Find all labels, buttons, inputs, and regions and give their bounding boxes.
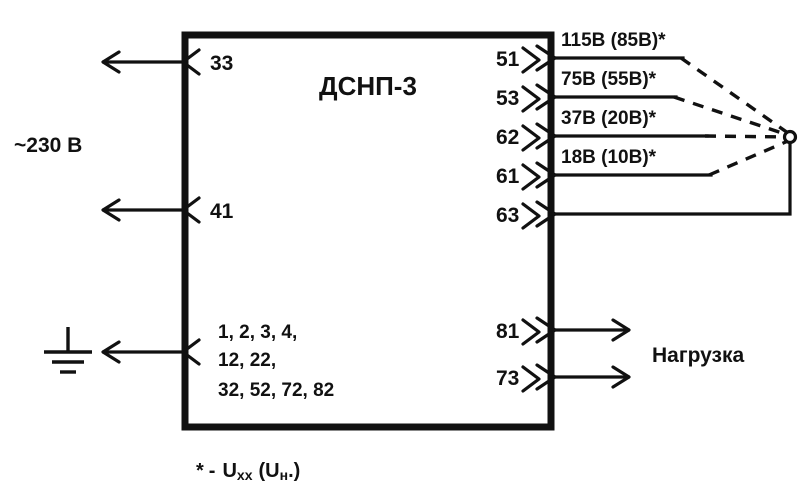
ground-pin-list-line-1: 1, 2, 3, 4, xyxy=(218,322,297,343)
supply-pin-41-group: 41 xyxy=(101,196,234,224)
output-pin-63-group: 63 xyxy=(496,141,792,230)
device-title: ДСНП-3 xyxy=(319,71,417,101)
pin-33-label: 33 xyxy=(210,52,233,75)
pin-connector-73-icon xyxy=(521,365,541,393)
footnote-close: .) xyxy=(288,460,300,482)
pin-51-label: 51 xyxy=(496,48,520,71)
output-pin-61-group: 61 18В (10В)* xyxy=(496,147,713,191)
pin-connector-62-icon xyxy=(521,124,541,152)
earth-ground-icon xyxy=(44,327,92,374)
output-pin-62-group: 62 37В (20В)* xyxy=(496,108,709,152)
pin-connector-ground-icon xyxy=(181,338,201,366)
footnote-sub-n: н xyxy=(280,467,288,483)
arrow-left-ground-icon xyxy=(101,340,121,364)
supply-voltage-label: ~230 В xyxy=(14,134,82,157)
load-pin-81-group: 81 xyxy=(496,316,631,346)
pin-61-label: 61 xyxy=(496,165,520,188)
pin-53-label: 53 xyxy=(496,87,519,110)
output-53-voltage-label: 75В (55В)* xyxy=(561,69,657,90)
output-pin-51-group: 51 115В (85В)* xyxy=(496,30,685,74)
output-wire-63 xyxy=(549,141,792,216)
pin-connector-81-icon xyxy=(521,318,541,346)
device-box xyxy=(181,31,555,431)
dashed-link-53 xyxy=(673,95,789,137)
pin-connector-51-icon xyxy=(521,46,541,74)
footnote-star: * xyxy=(196,460,204,482)
footnote: *-Uxx (Uн.) xyxy=(196,460,300,483)
arrow-left-33-icon xyxy=(101,50,121,74)
output-51-voltage-label: 115В (85В)* xyxy=(561,30,666,51)
footnote-dash: - xyxy=(209,460,216,482)
pin-connector-53-icon xyxy=(521,85,541,113)
load-label: Нагрузка xyxy=(652,344,744,367)
pin-73-label: 73 xyxy=(496,367,519,390)
load-pin-73-group: 73 xyxy=(496,363,631,393)
pin-81-label: 81 xyxy=(496,320,520,343)
dashed-link-61 xyxy=(708,139,789,177)
dashed-link-51 xyxy=(680,56,789,135)
footnote-u-open: U xyxy=(222,460,236,482)
pin-62-label: 62 xyxy=(496,126,519,149)
dashed-link-62 xyxy=(704,134,789,139)
output-62-voltage-label: 37В (20В)* xyxy=(561,108,657,129)
pin-connector-33-icon xyxy=(181,48,201,76)
pin-connector-63-icon xyxy=(521,202,541,230)
footnote-u-paren: (U xyxy=(259,460,280,482)
ground-pin-list-line-3: 32, 52, 72, 82 xyxy=(218,380,334,401)
footnote-sub-xx: xx xyxy=(237,467,253,483)
common-node-icon xyxy=(782,129,798,145)
output-pin-53-group: 53 75В (55В)* xyxy=(496,69,678,113)
arrow-left-41-icon xyxy=(101,198,121,222)
arrow-right-73-icon xyxy=(611,365,631,389)
pin-connector-41-icon xyxy=(181,196,201,224)
ground-pin-list-line-2: 12, 22, xyxy=(218,350,276,371)
ground-pin-group xyxy=(101,338,201,366)
supply-pin-33-group: 33 xyxy=(101,48,233,76)
pin-41-label: 41 xyxy=(210,200,234,223)
pin-63-label: 63 xyxy=(496,204,519,227)
output-61-voltage-label: 18В (10В)* xyxy=(561,147,657,168)
arrow-right-81-icon xyxy=(611,318,631,342)
pin-connector-61-icon xyxy=(521,163,541,191)
